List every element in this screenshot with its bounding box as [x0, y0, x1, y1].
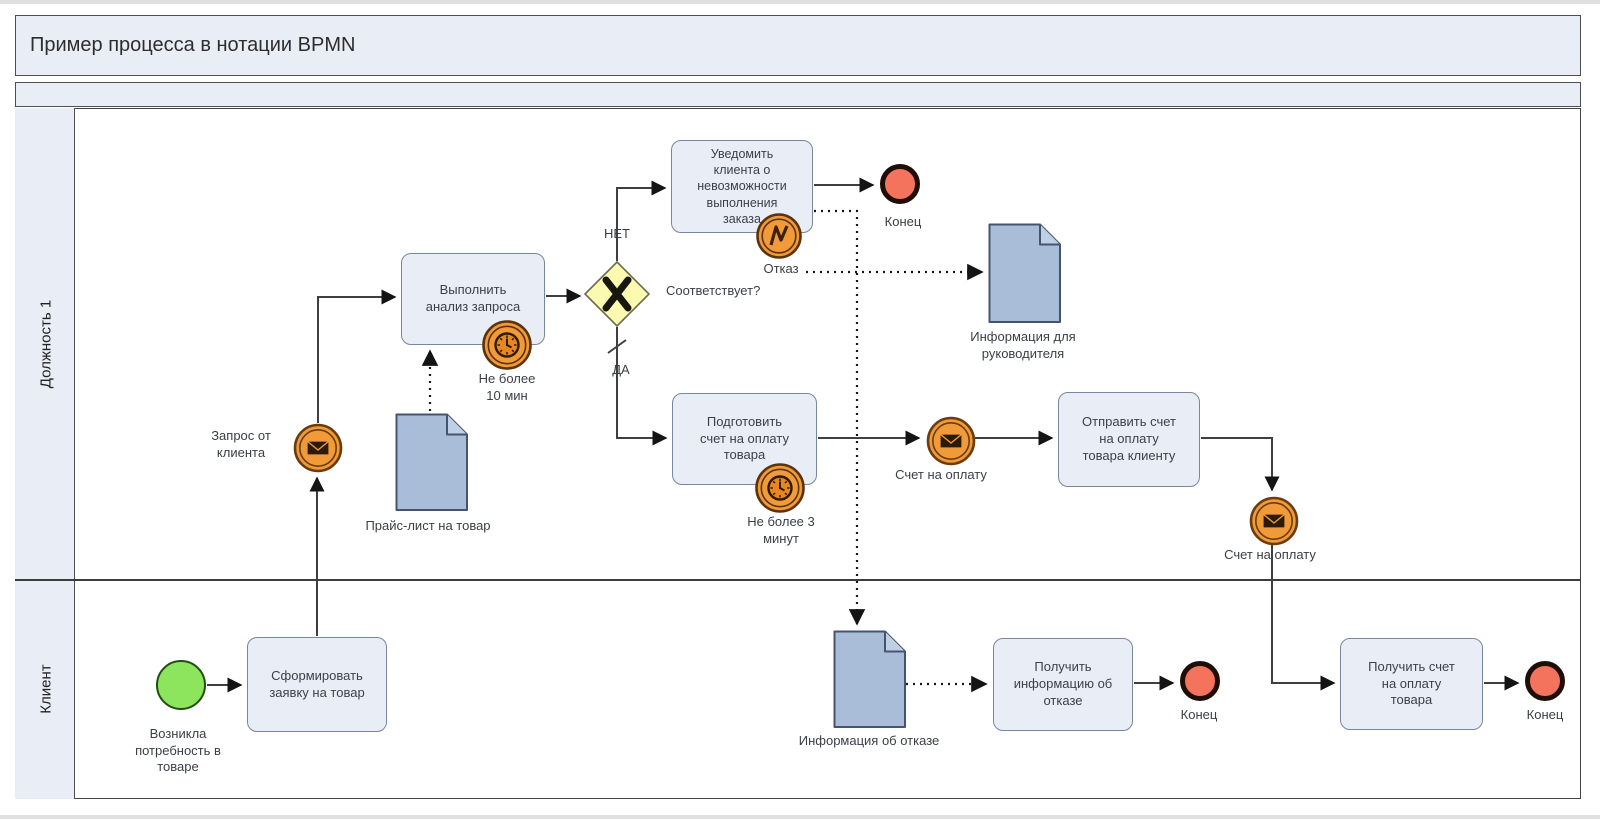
start-event — [155, 659, 207, 711]
label-data-manager-info: Информация для руководителя — [970, 329, 1076, 361]
label-msg-invoice-2: Счет на оплату — [1224, 547, 1316, 562]
label-data-pricelist: Прайс-лист на товар — [365, 518, 491, 533]
x-marker — [583, 260, 651, 328]
clock-icon — [482, 320, 532, 370]
data-object-pricelist — [395, 413, 469, 512]
end-circle-icon — [880, 164, 920, 204]
label-gateway-yes: ДА — [612, 362, 630, 377]
label-data-reject-info: Информация об отказе — [798, 733, 940, 748]
end-event-2 — [1179, 660, 1221, 702]
envelope-icon — [293, 423, 343, 473]
document-icon — [988, 223, 1061, 323]
task-label: Сформировать заявку на товар — [269, 667, 365, 700]
envelope-icon — [926, 416, 976, 466]
data-object-reject-info — [833, 630, 907, 729]
pool-sub-bar — [15, 82, 1581, 107]
lightning-icon — [756, 213, 802, 259]
lane-divider — [15, 579, 1581, 581]
diagram-title: Пример процесса в нотации BPMN — [30, 34, 356, 56]
task-label: Получить счет на оплату товара — [1368, 658, 1455, 708]
label-msg-invoice-1: Счет на оплату — [895, 467, 987, 482]
task-label: Уведомить клиента о невозможности выполн… — [697, 146, 787, 226]
end-circle-icon — [1525, 661, 1565, 701]
timer-event-3min — [754, 462, 806, 514]
message-event-invoice-2 — [1248, 495, 1300, 547]
data-object-manager-info — [988, 223, 1062, 324]
scan-edge-top — [0, 0, 1600, 4]
document-icon — [395, 413, 468, 511]
message-event-invoice-1 — [925, 415, 977, 467]
label-end-1: Конец — [884, 214, 922, 229]
task-label: Получить информацию об отказе — [1013, 659, 1113, 708]
label-end-2: Конец — [1180, 707, 1218, 722]
end-circle-icon — [1180, 661, 1220, 701]
task-receive-reject-info: Получить информацию об отказе — [993, 638, 1133, 731]
message-event-request — [292, 422, 344, 474]
label-end-3: Конец — [1526, 707, 1564, 722]
scan-edge-bottom — [0, 815, 1600, 819]
timer-event-10min — [481, 319, 533, 371]
task-form-request: Сформировать заявку на товар — [247, 637, 387, 732]
exclusive-gateway — [583, 260, 651, 328]
task-label: Отправить счет на оплату товара клиенту — [1082, 414, 1176, 463]
lane-label-column — [15, 108, 75, 799]
task-label: Подготовить счет на оплату товара — [700, 413, 789, 463]
label-gateway-question: Соответствует? — [666, 283, 761, 298]
label-timer-3min: Не более 3 минут — [747, 514, 815, 546]
error-event-reject — [756, 213, 802, 259]
task-receive-invoice: Получить счет на оплату товара — [1340, 638, 1483, 730]
default-flow-marker — [607, 339, 627, 354]
end-event-3 — [1524, 660, 1566, 702]
task-label: Выполнить анализ запроса — [425, 282, 521, 314]
label-error-reject: Отказ — [763, 261, 799, 276]
label-gateway-no: НЕТ — [604, 226, 630, 241]
label-start-event: Возникла потребность в товаре — [135, 726, 221, 775]
start-circle-icon — [156, 660, 206, 710]
task-send-invoice: Отправить счет на оплату товара клиенту — [1058, 392, 1200, 487]
label-timer-10min: Не более 10 мин — [478, 371, 536, 403]
diagram-title-bar: Пример процесса в нотации BPMN — [15, 15, 1581, 76]
label-msg-request: Запрос от клиента — [211, 428, 271, 460]
end-event-1 — [879, 163, 921, 205]
clock-icon — [755, 463, 805, 513]
envelope-icon — [1249, 496, 1299, 546]
document-icon — [833, 630, 906, 728]
